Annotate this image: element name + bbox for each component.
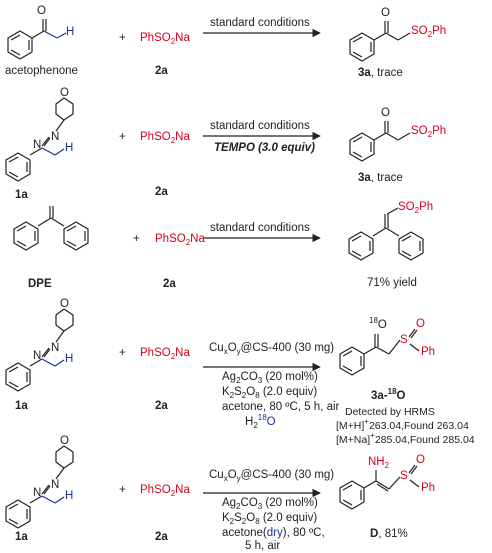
catalyst-row-4: CuxOy@CS-400 (30 mg) — [209, 342, 335, 356]
reagent-2a-2: PhSO2Na — [140, 131, 190, 145]
k2s2o8-row-5: K2S2O8 (2.0 equiv) — [222, 512, 318, 526]
vinyl-sulfone-structure — [348, 207, 424, 261]
code-2a-3: 2a — [163, 278, 176, 290]
reagent-2a-3: PhSO2Na — [155, 233, 205, 247]
so2ph-3a-1: SO2Ph — [411, 25, 447, 39]
k2s2o8-row-4: K2S2O8 (2.0 equiv) — [222, 386, 318, 400]
catalyst-row-5: CuxOy@CS-400 (30 mg) — [209, 469, 335, 483]
atom-o-morpholine-1: O — [60, 87, 69, 99]
ag2co3-row-5: Ag2CO3 (20 mol%) — [222, 497, 318, 511]
atom-n-imine-1: N — [33, 139, 42, 151]
atom-o-morpholine-2: O — [60, 298, 69, 310]
plus-2: + — [119, 131, 126, 143]
product-3a-structure-1 — [349, 21, 411, 62]
result-row-3: 71% yield — [367, 277, 417, 289]
reagent-2a-1: PhSO2Na — [140, 32, 190, 46]
atom-s-product-d: S — [400, 470, 408, 482]
atom-o-sulfonyl-d: O — [416, 454, 425, 466]
atom-18o-3a: 18O — [369, 316, 387, 331]
atom-n-morpholine-3: N — [51, 479, 60, 491]
so2ph-vinyl: SO2Ph — [398, 201, 434, 215]
hydrazone-1a-structure-1 — [5, 97, 74, 182]
atom-o-morpholine-3: O — [60, 435, 69, 447]
result-row-5: D, 81% — [370, 528, 408, 540]
code-2a-5: 2a — [155, 531, 168, 543]
atom-n-morpholine-2: N — [51, 342, 60, 354]
code-3a-18o: 3a-18O — [371, 387, 406, 402]
plus-3: + — [133, 233, 140, 245]
atom-n-morpholine-1: N — [51, 131, 60, 143]
conditions-1: standard conditions — [210, 17, 310, 29]
hydrazone-1a-structure-3 — [5, 445, 74, 529]
code-2a-1: 2a — [155, 65, 168, 77]
product-d-structure — [339, 464, 420, 510]
atom-n-imine-2: N — [33, 350, 42, 362]
additive-tempo: TEMPO (3.0 equiv) — [214, 142, 315, 154]
product-3a-structure-2 — [349, 121, 411, 162]
product-3a-18o-structure — [339, 328, 420, 376]
so2ph-3a-2: SO2Ph — [411, 125, 447, 139]
label-dpe: DPE — [28, 278, 52, 290]
hydrazone-1a-structure-2 — [5, 308, 74, 392]
code-2a-4: 2a — [155, 400, 168, 412]
dpe-structure — [13, 206, 89, 251]
label-acetophenone: acetophenone — [5, 65, 78, 77]
nh2-product-d: NH2 — [368, 456, 390, 470]
atom-ph-d: Ph — [421, 482, 436, 494]
solvent-row-5: acetone(dry), 80 ºC, — [222, 527, 325, 539]
water-18o: H218O — [245, 413, 276, 430]
plus-5: + — [119, 484, 126, 496]
atom-ph-3a: Ph — [421, 346, 436, 358]
atom-o-3a-2: O — [381, 107, 390, 119]
result-row-2: 3a, trace — [358, 172, 403, 184]
hrms-detected: Detected by HRMS — [345, 406, 435, 418]
conditions-2: standard conditions — [210, 120, 310, 132]
atom-h-1a-2: H — [65, 353, 74, 365]
atom-h-1a-1: H — [65, 142, 74, 154]
acetophenone-structure — [7, 19, 67, 60]
reagent-2a-5: PhSO2Na — [140, 484, 190, 498]
plus-4: + — [119, 347, 126, 359]
atom-n-imine-3: N — [33, 487, 42, 499]
code-1a-3: 1a — [15, 531, 28, 543]
atom-h-1a-3: H — [65, 490, 74, 502]
atom-o-sulfonyl-3a: O — [416, 318, 425, 330]
atom-h-acetophenone: H — [66, 26, 75, 38]
solvent-row-4: acetone, 80 ºC, 5 h, air — [222, 401, 340, 413]
code-2a-2: 2a — [155, 186, 168, 198]
code-1a-2: 1a — [15, 400, 28, 412]
hrms-mh: [M+H]+263.04,Found 263.04 — [336, 417, 469, 432]
reagent-2a-4: PhSO2Na — [140, 347, 190, 361]
plus-1: + — [119, 32, 126, 44]
atom-s-3a-18o: S — [400, 334, 408, 346]
solvent-row-5-line2: 5 h, air — [245, 540, 281, 552]
atom-o-3a-1: O — [381, 7, 390, 19]
atom-o-acetophenone: O — [37, 5, 46, 17]
code-1a-1: 1a — [15, 189, 28, 201]
hrms-mna: [M+Na]+285.04,Found 285.04 — [336, 431, 475, 446]
conditions-3: standard conditions — [210, 222, 310, 234]
result-row-1: 3a, trace — [358, 67, 403, 79]
ag2co3-row-4: Ag2CO3 (20 mol%) — [222, 371, 318, 385]
